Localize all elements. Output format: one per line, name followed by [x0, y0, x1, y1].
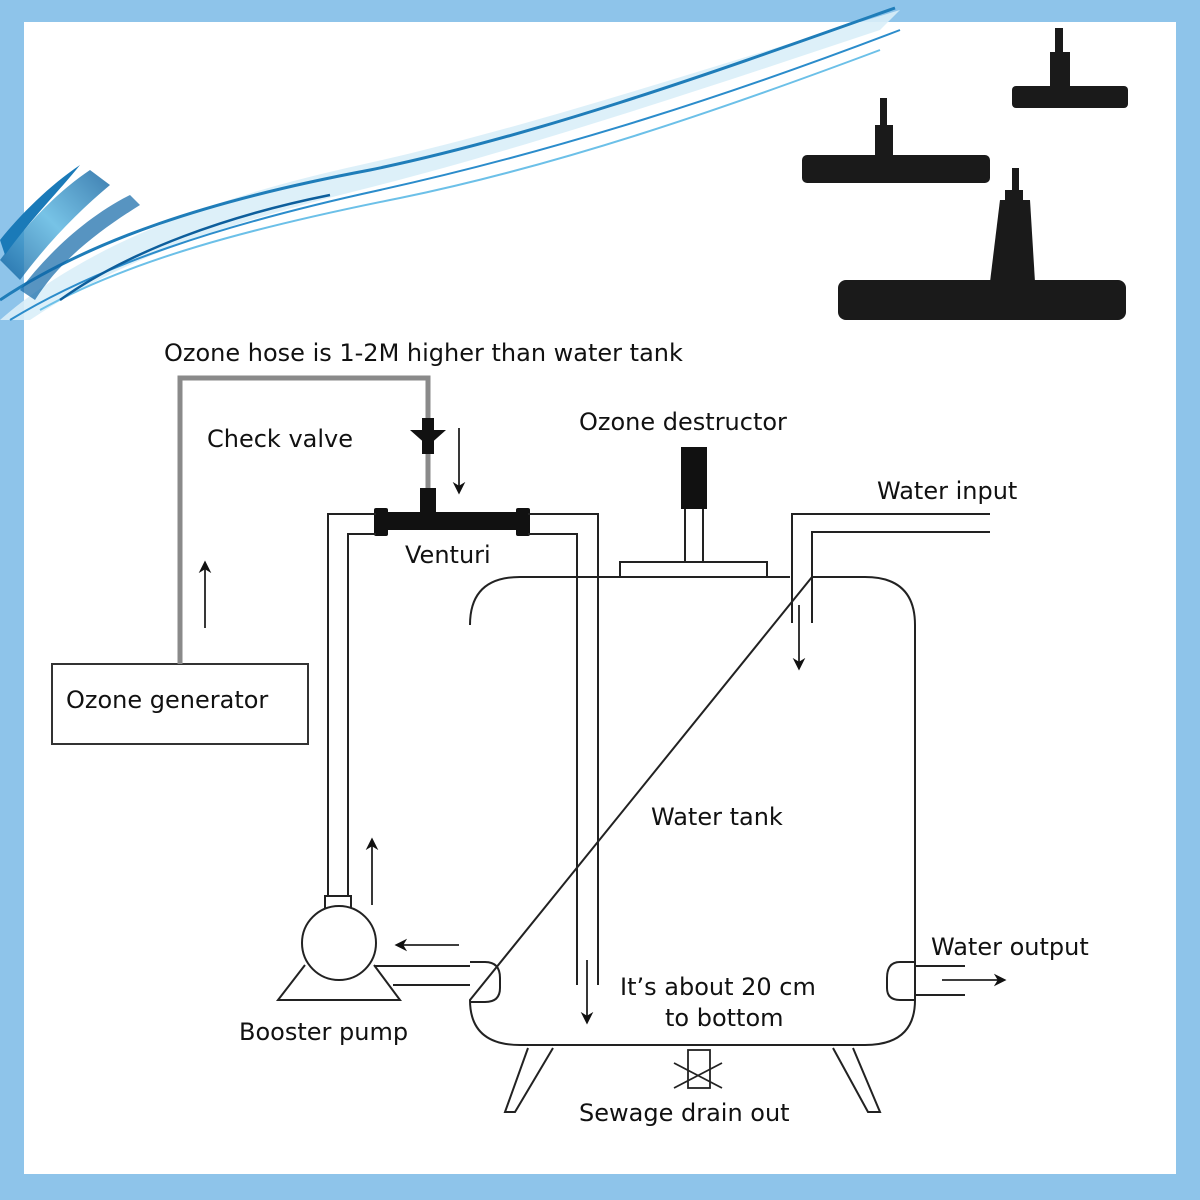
- tank-leg-right: [832, 1047, 882, 1113]
- water-splash-image: [0, 6, 901, 321]
- depth-note-line2: to bottom: [665, 1004, 784, 1032]
- venturi-injector-icon: [374, 508, 530, 536]
- water-input-label: Water input: [877, 477, 1017, 505]
- water-tank: [468, 576, 916, 1046]
- check-valve-label: Check valve: [207, 425, 353, 453]
- venturi-product-small: [1012, 28, 1128, 108]
- tank-outlet-fitting: [470, 961, 501, 1003]
- water-output-label: Water output: [931, 933, 1089, 961]
- ozone-destructor-label: Ozone destructor: [579, 408, 787, 436]
- ozone-hose: [177, 375, 431, 664]
- venturi-product-medium: [802, 98, 990, 183]
- sewage-drain-valve-icon: [673, 1049, 723, 1089]
- booster-pump-icon: [275, 895, 402, 1001]
- pump-outlet-pipe-outer: [327, 513, 376, 895]
- water-input-pipe-outer: [791, 513, 990, 623]
- ozone-generator-label: Ozone generator: [66, 686, 268, 714]
- water-tank-label: Water tank: [651, 803, 783, 831]
- sewage-drain-label: Sewage drain out: [579, 1099, 790, 1127]
- water-input-pipe-inner: [811, 531, 990, 623]
- return-pipe-inner: [528, 533, 578, 985]
- return-pipe-outer: [528, 513, 599, 578]
- booster-pump-label: Booster pump: [239, 1018, 408, 1046]
- venturi-inlet-connector: [420, 488, 436, 514]
- pump-intake-pipe: [375, 965, 470, 986]
- venturi-label: Venturi: [405, 541, 491, 569]
- tank-leg-left: [503, 1047, 554, 1113]
- ozone-generator-box: [51, 663, 309, 745]
- water-output-fitting: [886, 961, 915, 1001]
- ozone-hose-note-label: Ozone hose is 1-2M higher than water tan…: [164, 339, 683, 367]
- venturi-product-large: [838, 168, 1126, 320]
- pump-outlet-pipe-inner: [347, 533, 376, 895]
- check-valve-icon: [410, 418, 446, 454]
- depth-note-line1: It’s about 20 cm: [620, 973, 816, 1001]
- ozone-destructor-icon: [619, 447, 768, 578]
- water-output-pipe: [915, 965, 965, 996]
